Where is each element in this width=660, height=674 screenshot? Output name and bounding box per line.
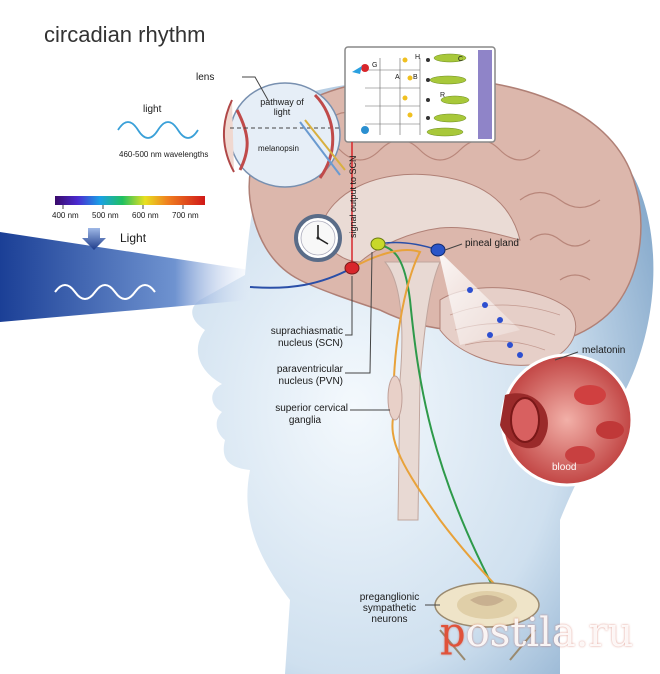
retina-letter-g: G bbox=[372, 62, 378, 69]
clock-icon bbox=[294, 214, 342, 262]
blood-label: blood bbox=[552, 462, 577, 473]
scg-label-line2: ganglia bbox=[288, 415, 322, 426]
melanopsin-label: melanopsin bbox=[258, 144, 299, 153]
scn-label-line2: nucleus (SCN) bbox=[277, 338, 343, 349]
brainstem bbox=[383, 261, 441, 521]
signal-output-label: signal output to SCN bbox=[348, 155, 358, 238]
spectrum-label-400: 400 nm bbox=[52, 211, 79, 220]
eye bbox=[222, 82, 346, 188]
preganglionic-label-line3: neurons bbox=[371, 614, 408, 625]
preganglionic-label-line1: preganglionic bbox=[359, 592, 420, 603]
melatonin-label: melatonin bbox=[582, 345, 626, 356]
retina-letter-h: H bbox=[415, 54, 421, 61]
light-wave-small bbox=[117, 121, 199, 139]
scg-label-line1: superior cervical bbox=[275, 403, 348, 414]
spectrum-label-700: 700 nm bbox=[172, 211, 199, 220]
spectrum-label-600: 600 nm bbox=[132, 211, 159, 220]
preganglionic-label-line2: sympathetic bbox=[362, 603, 417, 614]
pathway-retina-scn bbox=[249, 267, 353, 289]
watermark: postila.ru bbox=[440, 610, 634, 656]
leader-lines bbox=[242, 76, 579, 606]
spinal-section bbox=[434, 582, 540, 661]
retina-letter-b: B bbox=[413, 74, 418, 81]
retina-inset bbox=[344, 46, 496, 143]
blood-vessel bbox=[500, 353, 634, 487]
spectrum-label-500: 500 nm bbox=[92, 211, 119, 220]
pvn-label-line1: paraventricular bbox=[276, 364, 343, 375]
wavelength-label: 460-500 nm wavelengths bbox=[119, 150, 209, 159]
retina-letter-r: R bbox=[440, 92, 446, 99]
retina-letter-c: C bbox=[458, 56, 464, 63]
spectrum-bar bbox=[55, 196, 205, 205]
diagram-title: circadian rhythm bbox=[44, 22, 206, 47]
pvn-label-line2: nucleus (PVN) bbox=[278, 376, 343, 387]
pathway-green bbox=[374, 244, 501, 601]
light-wave-big bbox=[54, 284, 156, 300]
pathway-label-line1: pathway of bbox=[260, 97, 304, 107]
light-big-label: Light bbox=[120, 231, 147, 245]
light-arrow-icon bbox=[82, 228, 106, 250]
pathway-label-line2: light bbox=[273, 107, 291, 117]
pvn-nucleus bbox=[370, 237, 386, 251]
ganglia bbox=[387, 375, 403, 421]
scn-label-line1: suprachiasmatic bbox=[270, 326, 343, 337]
pineal-gland bbox=[430, 243, 446, 257]
light-beam bbox=[0, 232, 250, 322]
spectrum-ticks bbox=[62, 205, 184, 209]
lens-label: lens bbox=[196, 72, 215, 83]
brain-inner-section bbox=[319, 173, 521, 263]
light-small-label: light bbox=[143, 104, 162, 115]
scn-nucleus bbox=[344, 261, 360, 275]
pineal-gland-label: pineal gland bbox=[465, 238, 519, 249]
retina-letter-a: A bbox=[395, 74, 400, 81]
